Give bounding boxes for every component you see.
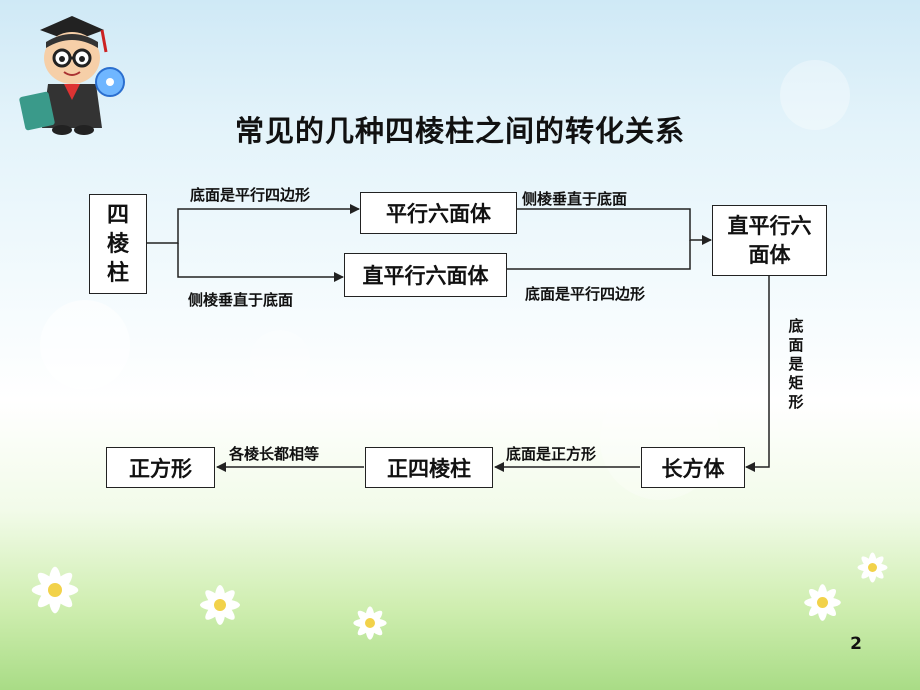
node-label: 四棱柱 bbox=[106, 202, 129, 286]
edge-label-upper-left: 底面是平行四边形 bbox=[190, 186, 311, 204]
edge-label-upper-right: 侧棱垂直于底面 bbox=[522, 190, 628, 208]
teacher-mascot-icon bbox=[19, 16, 125, 135]
daisy-flower-icon bbox=[804, 584, 841, 621]
edge-lower-left bbox=[177, 243, 344, 282]
node-label: 平行六面体 bbox=[386, 202, 491, 226]
node-zheng-si-leng-zhu: 正四棱柱 bbox=[365, 447, 493, 488]
node-zhi-ping-xing-liu-mian-ti-right: 直平行六面体 bbox=[712, 205, 827, 276]
edge-upper-right bbox=[517, 208, 712, 245]
edge-upper-left bbox=[147, 204, 360, 244]
edge-label-bottom-right: 底面是正方形 bbox=[506, 445, 597, 463]
edge-lower-right bbox=[507, 240, 691, 270]
node-chang-fang-ti: 长方体 bbox=[641, 447, 745, 488]
daisy-flower-icon bbox=[31, 566, 79, 614]
node-label: 长方体 bbox=[661, 456, 725, 481]
bokeh-decoration bbox=[250, 330, 310, 390]
node-label: 正方形 bbox=[129, 456, 192, 481]
node-label: 正四棱柱 bbox=[387, 456, 471, 481]
node-label: 直平行六面体 bbox=[362, 264, 489, 288]
edge-label-lower-right: 底面是平行四边形 bbox=[525, 285, 646, 303]
edge-vertical bbox=[745, 276, 770, 472]
daisy-flower-icon bbox=[200, 585, 240, 625]
node-ping-xing-liu-mian-ti: 平行六面体 bbox=[360, 192, 517, 234]
slide-title: 常见的几种四棱柱之间的转化关系 bbox=[234, 114, 685, 148]
node-zhi-ping-xing-liu-mian-ti-lower: 直平行六面体 bbox=[344, 253, 507, 297]
daisy-flower-icon bbox=[857, 552, 888, 583]
page-number: 2 bbox=[850, 634, 862, 654]
edge-label-vertical: 底面是矩形 bbox=[788, 317, 804, 411]
node-zheng-fang-xing: 正方形 bbox=[106, 447, 215, 488]
daisy-flower-icon bbox=[353, 606, 387, 640]
node-label: 直平行六面体 bbox=[727, 213, 812, 267]
edge-label-bottom-left: 各棱长都相等 bbox=[229, 445, 320, 463]
bokeh-decoration bbox=[40, 300, 130, 390]
bokeh-decoration bbox=[780, 60, 850, 130]
node-si-leng-zhu: 四棱柱 bbox=[89, 194, 147, 294]
edge-label-lower-left: 侧棱垂直于底面 bbox=[188, 291, 294, 309]
